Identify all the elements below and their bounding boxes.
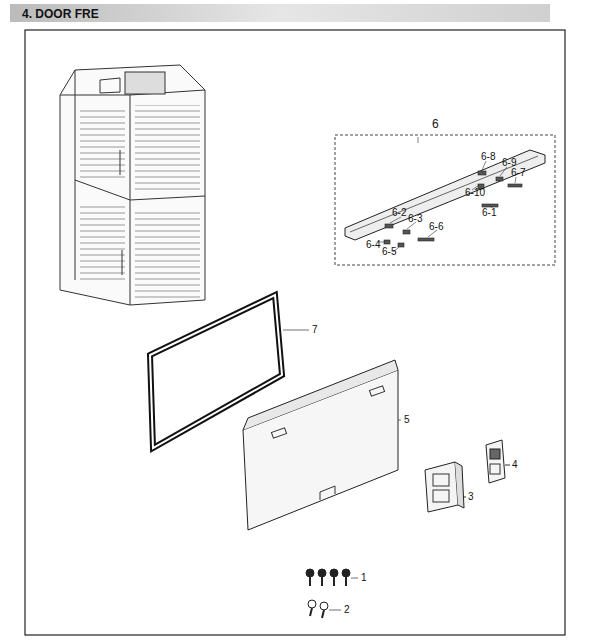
section-title: 4. DOOR FRE (22, 7, 99, 21)
callout-number: 1 (361, 573, 367, 583)
inset-box: 66-86-96-76-106-16-26-36-66-46-5 (335, 135, 555, 265)
callout-number: 3 (468, 492, 474, 502)
callout-number: 6-4 (366, 240, 380, 250)
callout-number: 7 (312, 325, 318, 335)
callout-number: 6-10 (465, 188, 485, 198)
callout-number: 5 (404, 415, 410, 425)
callout-number: 4 (512, 460, 518, 470)
callout-number: 6-1 (482, 208, 496, 218)
callout-number: 6-9 (502, 158, 516, 168)
callout-number: 6 (432, 118, 439, 130)
callout-number: 6-8 (481, 152, 495, 162)
callout-number: 6-7 (511, 168, 525, 178)
callout-number: 2 (344, 605, 350, 615)
callout-number: 6-3 (408, 214, 422, 224)
callout-number: 6-2 (392, 208, 406, 218)
callout-number: 6-6 (429, 222, 443, 232)
callout-number: 6-5 (382, 247, 396, 257)
